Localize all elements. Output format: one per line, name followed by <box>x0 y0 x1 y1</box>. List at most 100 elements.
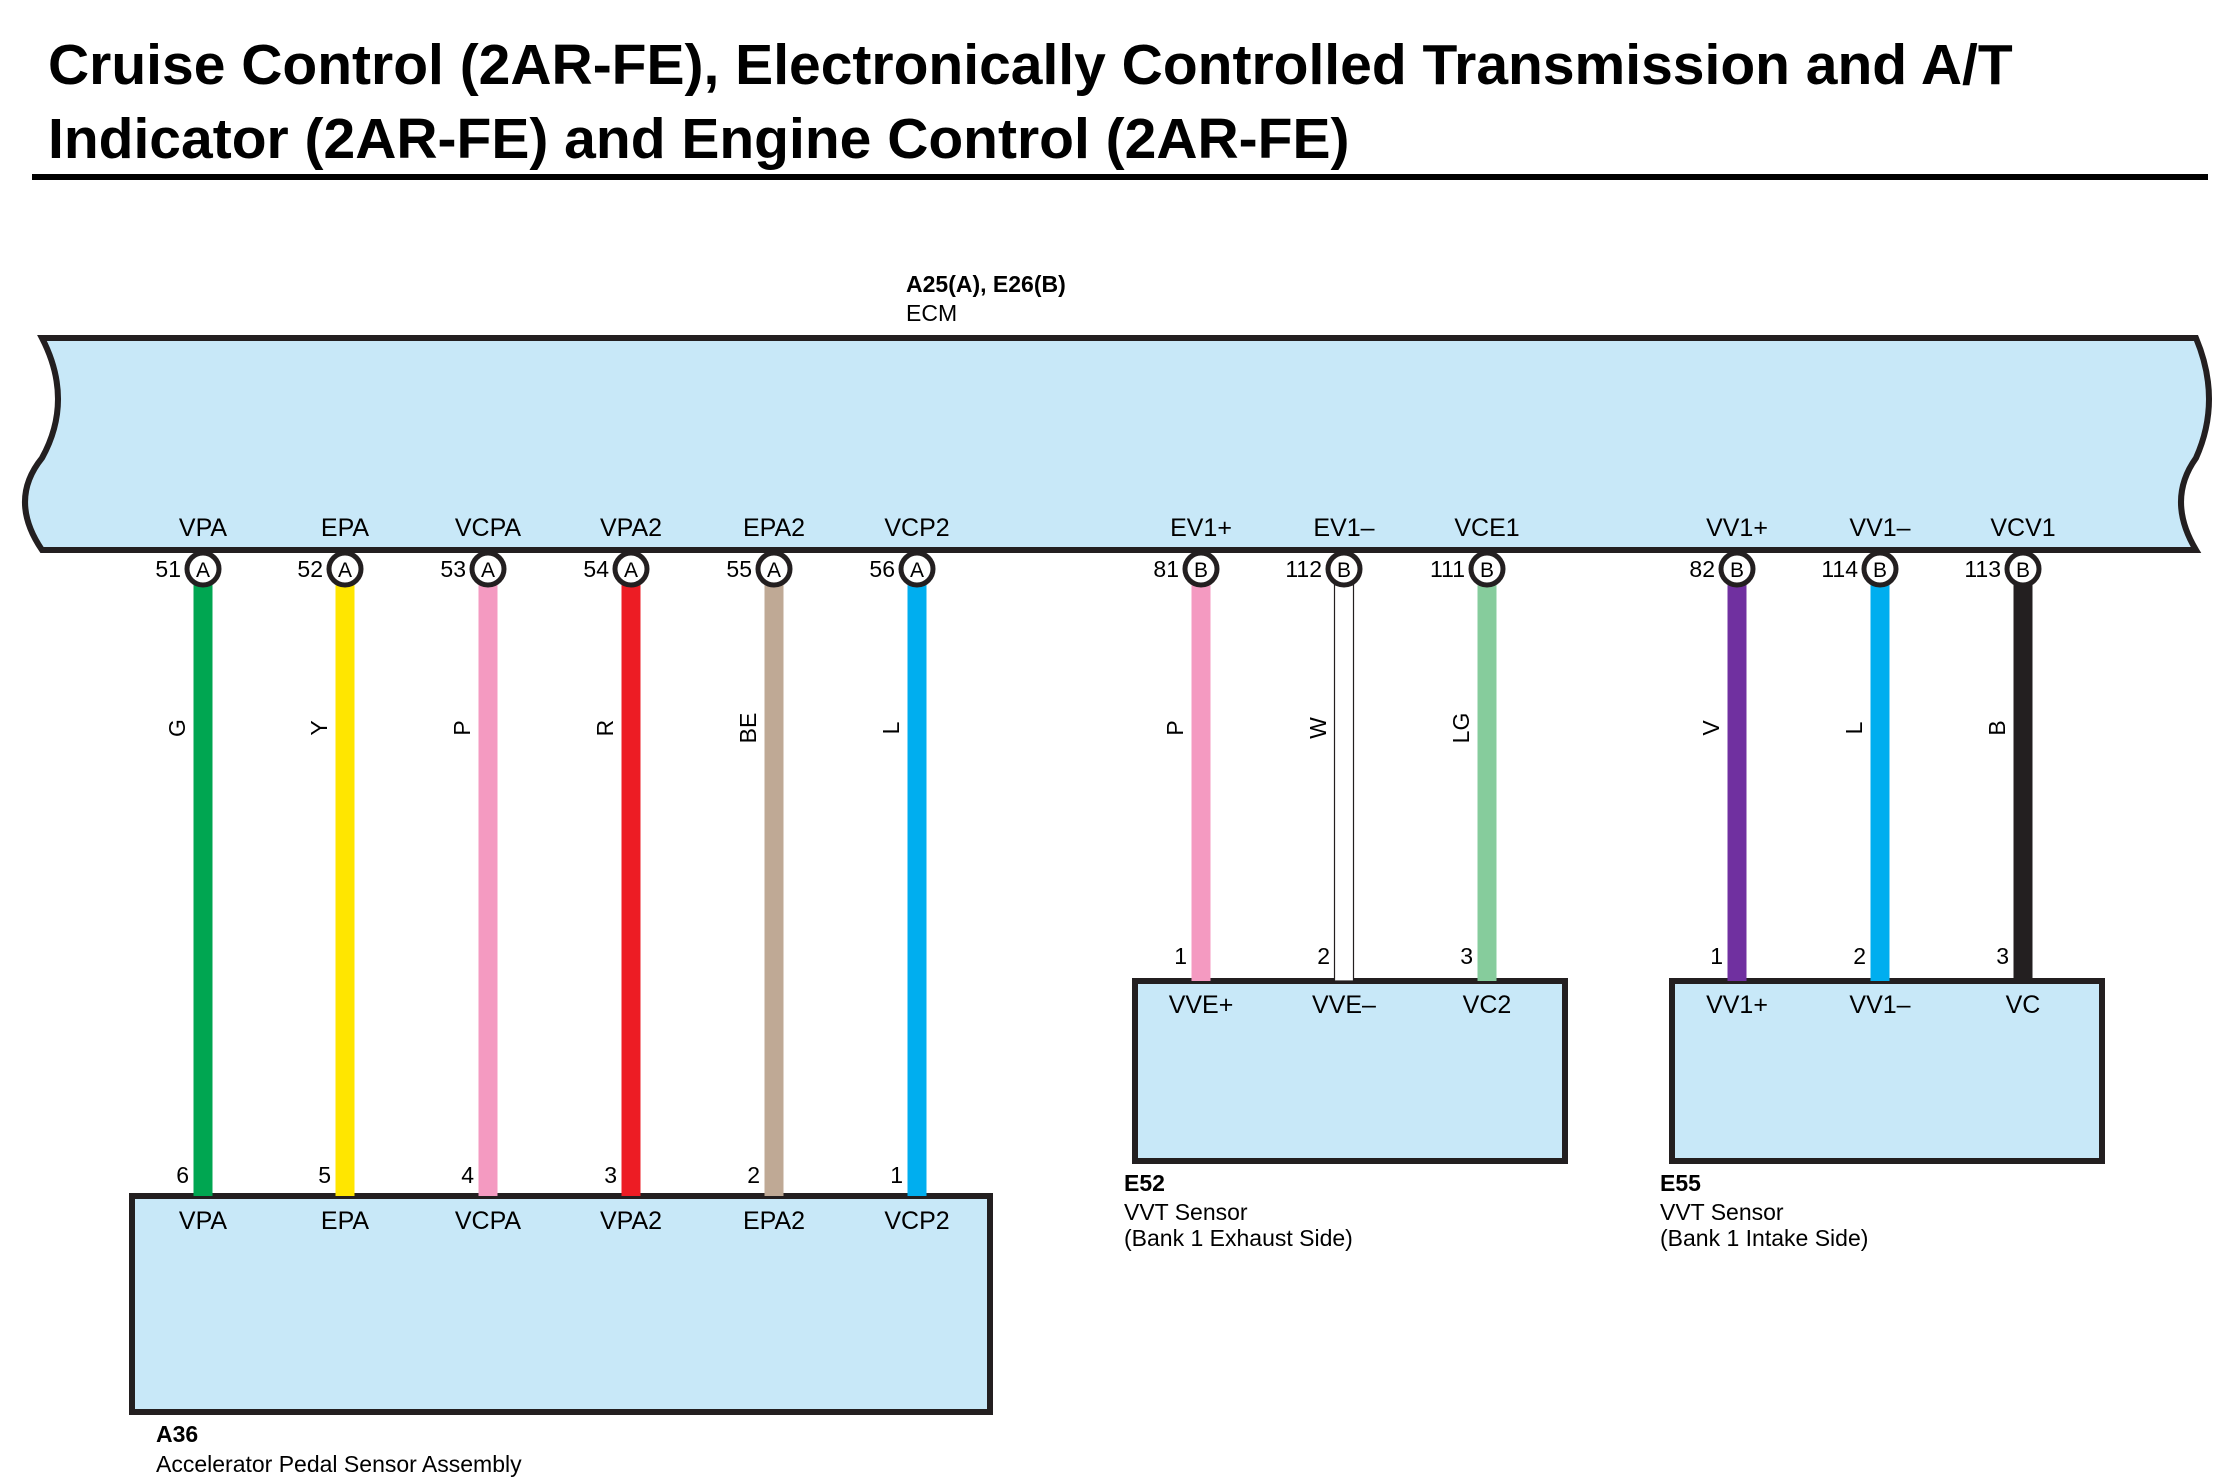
wire-82-line <box>1727 585 1747 981</box>
connector-circle <box>1325 550 1363 588</box>
connector-letter: A <box>767 559 781 582</box>
connector-circle <box>1468 550 1506 588</box>
wire-81-line <box>1191 585 1211 981</box>
e52-component-name-line-2: (Bank 1 Exhaust Side) <box>1124 1225 1353 1251</box>
connector-circle <box>612 550 650 588</box>
wire-color-code: P <box>449 720 475 735</box>
wire-color-code: BE <box>735 713 761 744</box>
ecm-pin-number: 111 <box>1430 556 1465 582</box>
ecm-terminal-label: VPA2 <box>600 514 662 542</box>
dest-terminal-label: VC <box>2006 991 2041 1019</box>
ecm-pin-number: 52 <box>297 556 323 582</box>
ecm-pin-number: 112 <box>1285 556 1322 582</box>
connector-letter: A <box>481 559 495 582</box>
connector-letter: B <box>1480 559 1494 582</box>
wire-56-line <box>907 585 927 1196</box>
dest-terminal-label: VV1+ <box>1706 991 1768 1019</box>
dest-terminal-label: VPA <box>179 1207 227 1235</box>
dest-pin-number: 2 <box>1317 943 1330 969</box>
e52-component-name-line-1: VVT Sensor <box>1124 1199 1248 1225</box>
a36-component-code: A36 <box>156 1421 198 1447</box>
connector-letter: A <box>624 559 638 582</box>
connector-circle <box>1182 550 1220 588</box>
wire-52-line <box>335 585 355 1196</box>
connector-circle <box>2004 550 2042 588</box>
ecm-pin-number: 54 <box>583 556 609 582</box>
wire-color-code: LG <box>1448 713 1474 744</box>
dest-terminal-label: VC2 <box>1463 991 1512 1019</box>
dest-terminal-label: EPA <box>321 1207 369 1235</box>
ecm-terminal-label: VV1– <box>1849 514 1910 542</box>
ecm-terminal-label: VCPA <box>455 514 522 542</box>
wire-color-code: Y <box>306 720 332 735</box>
connector-letter: A <box>910 559 924 582</box>
ecm-pin-number: 55 <box>726 556 752 582</box>
connector-circle <box>1861 550 1899 588</box>
connector-circle <box>1718 550 1756 588</box>
dest-terminal-label: VCP2 <box>884 1207 949 1235</box>
ecm-pin-number: 81 <box>1153 556 1179 582</box>
e55-component-code: E55 <box>1660 1170 1701 1196</box>
diagram-title-line-1: Cruise Control (2AR-FE), Electronically … <box>48 33 2013 97</box>
wires-layer: VPAA51G6VPAEPAA52Y5EPAVCPAA53P4VCPAVPA2A… <box>155 514 2055 1235</box>
ecm-terminal-label: EV1– <box>1313 514 1374 542</box>
wire-111-line <box>1477 585 1497 981</box>
dest-pin-number: 1 <box>890 1162 903 1188</box>
connector-letter: B <box>1873 559 1887 582</box>
dest-pin-number: 4 <box>461 1162 474 1188</box>
diagram-title-line-2: Indicator (2AR-FE) and Engine Control (2… <box>48 107 1349 171</box>
ecm-pin-number: 114 <box>1821 556 1858 582</box>
ecm-terminal-label: VCV1 <box>1990 514 2055 542</box>
wire-color-code: L <box>1841 721 1867 734</box>
ecm-pin-number: 56 <box>869 556 895 582</box>
ecm-terminal-label: EV1+ <box>1170 514 1232 542</box>
wire-color-code: G <box>164 719 190 737</box>
dest-pin-number: 3 <box>604 1162 617 1188</box>
dest-terminal-label: VPA2 <box>600 1207 662 1235</box>
connector-circle <box>469 550 507 588</box>
connector-circle <box>898 550 936 588</box>
connector-letter: B <box>2016 559 2030 582</box>
wire-113-line <box>2013 585 2033 981</box>
dest-terminal-label: VVE+ <box>1169 991 1234 1019</box>
ecm-terminal-label: VPA <box>179 514 227 542</box>
dest-pin-number: 3 <box>1996 943 2009 969</box>
wire-color-code: V <box>1698 720 1724 736</box>
dest-pin-number: 2 <box>1853 943 1866 969</box>
connector-circle <box>326 550 364 588</box>
wire-color-code: W <box>1305 717 1331 739</box>
dest-pin-number: 6 <box>176 1162 189 1188</box>
e55-component-name-line-1: VVT Sensor <box>1660 1199 1784 1225</box>
connector-letter: B <box>1194 559 1208 582</box>
wire-color-code: L <box>878 721 904 734</box>
wire-112-line <box>1333 584 1355 982</box>
wire-51-line <box>193 585 213 1196</box>
ecm-pin-number: 53 <box>440 556 466 582</box>
a36-accelerator-pedal-sensor-box <box>129 1193 993 1415</box>
connector-letter: A <box>196 559 210 582</box>
ecm-name: ECM <box>906 300 957 326</box>
dest-terminal-label: EPA2 <box>743 1207 805 1235</box>
dest-terminal-label: VCPA <box>455 1207 522 1235</box>
wire-color-code: P <box>1162 720 1188 735</box>
wire-color-code: B <box>1984 720 2010 735</box>
ecm-terminal-label: EPA2 <box>743 514 805 542</box>
wire-55-line <box>764 585 784 1196</box>
dest-pin-number: 3 <box>1460 943 1473 969</box>
connector-circle <box>184 550 222 588</box>
connector-letter: B <box>1337 559 1351 582</box>
connector-circle <box>755 550 793 588</box>
ecm-connector-code: A25(A), E26(B) <box>906 271 1066 297</box>
ecm-pin-number: 51 <box>155 556 181 582</box>
a36-component-name: Accelerator Pedal Sensor Assembly <box>156 1451 522 1477</box>
